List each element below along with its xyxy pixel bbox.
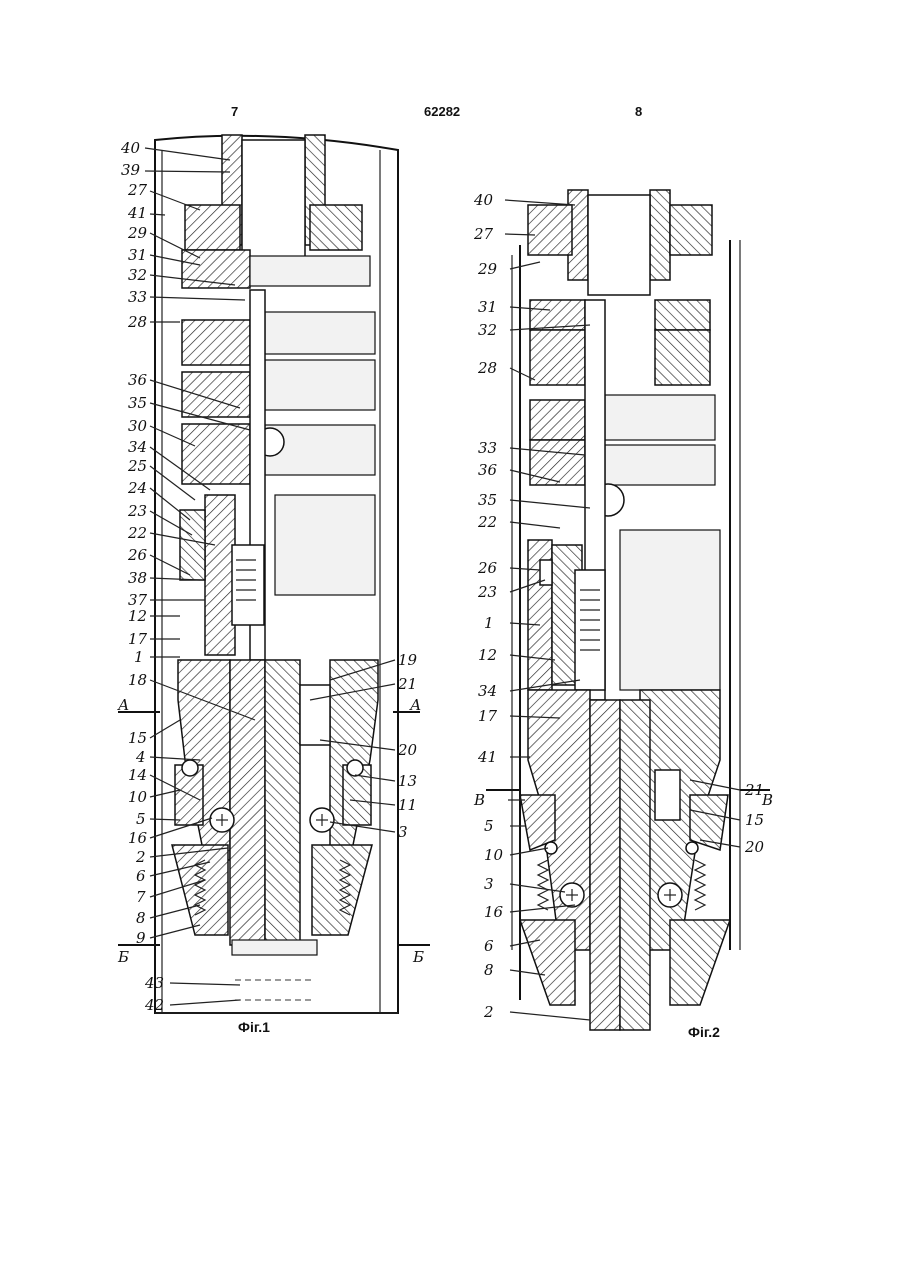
fig1-label-40: 40	[120, 139, 141, 157]
fig1-label-34: 34	[128, 438, 147, 456]
fig1-caption: Фіг.1	[238, 1019, 270, 1035]
fig2-label-8: 8	[484, 961, 494, 979]
fig2-label-26: 26	[477, 559, 498, 577]
fig1-label-12: 12	[128, 607, 147, 625]
figure-1	[118, 135, 430, 1013]
fig2-label-12: 12	[478, 646, 497, 664]
fig1-label-30: 30	[128, 417, 148, 435]
fig2-label-3: 3	[484, 875, 494, 893]
fig1-label-26: 26	[127, 546, 148, 564]
fig2-label-40: 40	[473, 191, 494, 209]
fig1-label-41: 41	[127, 204, 147, 222]
fig2-label-16: 16	[484, 903, 504, 921]
fig1-section-b-right: Б	[412, 948, 424, 966]
fig2-label-32: 32	[478, 321, 497, 339]
fig2-label-1: 1	[484, 614, 494, 632]
fig2-label-21: 21	[744, 781, 764, 799]
fig2-label-23: 23	[477, 583, 497, 601]
fig2-section-v-left: В	[473, 791, 485, 809]
fig1-label-1: 1	[134, 648, 144, 666]
fig1-label-32: 32	[128, 266, 147, 284]
fig1-label-4: 4	[135, 748, 146, 766]
fig1-section-a-left: А	[117, 696, 129, 714]
fig1-label-5: 5	[136, 810, 146, 828]
fig1-label-35: 35	[128, 394, 147, 412]
fig1-label-28: 28	[127, 313, 147, 331]
fig1-label-19: 19	[398, 651, 418, 669]
fig2-label-33: 33	[478, 439, 497, 457]
fig2-label-27: 27	[473, 225, 494, 243]
fig1-label-21: 21	[397, 675, 417, 693]
fig2-label-15: 15	[745, 811, 764, 829]
fig1-section-a-right: А	[409, 696, 421, 714]
figure-2	[486, 190, 770, 1030]
fig2-label-10: 10	[484, 846, 504, 864]
fig1-label-7: 7	[136, 888, 146, 906]
fig1-label-36: 36	[128, 371, 148, 389]
fig1-label-25: 25	[127, 457, 147, 475]
fig1-section-b-left: Б	[117, 948, 129, 966]
fig1-label-27: 27	[127, 181, 148, 199]
fig2-label-31: 31	[478, 298, 497, 316]
fig1-label-29: 29	[127, 224, 148, 242]
fig1-label-20: 20	[397, 741, 418, 759]
fig1-label-39: 39	[121, 161, 141, 179]
fig1-label-38: 38	[128, 569, 147, 587]
fig2-label-35: 35	[478, 491, 497, 509]
fig2-label-17: 17	[478, 707, 498, 725]
fig1-label-22: 22	[127, 524, 147, 542]
fig2-label-29: 29	[477, 260, 498, 278]
fig2-label-20: 20	[744, 838, 765, 856]
fig1-label-10: 10	[128, 788, 148, 806]
fig1-label-16: 16	[128, 829, 148, 847]
fig2-caption: Фіг.2	[688, 1024, 720, 1040]
fig1-label-33: 33	[128, 288, 147, 306]
fig1-label-15: 15	[128, 729, 147, 747]
fig1-label-2: 2	[135, 848, 146, 866]
fig2-label-28: 28	[477, 359, 497, 377]
fig2-label-36: 36	[478, 461, 498, 479]
fig1-label-3: 3	[398, 823, 408, 841]
fig1-label-18: 18	[128, 671, 147, 689]
fig1-label-6: 6	[136, 867, 146, 885]
fig1-label-9: 9	[136, 929, 146, 947]
fig1-label-43: 43	[144, 974, 164, 992]
fig2-label-6: 6	[484, 937, 494, 955]
fig1-label-23: 23	[127, 502, 147, 520]
fig1-label-24: 24	[127, 479, 147, 497]
fig1-label-8: 8	[136, 909, 146, 927]
fig1-label-14: 14	[128, 766, 147, 784]
fig1-label-42: 42	[144, 996, 164, 1014]
fig2-label-41: 41	[477, 748, 497, 766]
fig2-label-5: 5	[484, 817, 494, 835]
fig1-label-11: 11	[398, 796, 417, 814]
fig1-label-31: 31	[128, 246, 147, 264]
fig1-label-13: 13	[398, 772, 417, 790]
fig2-label-34: 34	[478, 682, 497, 700]
fig1-label-17: 17	[128, 630, 148, 648]
fig2-label-2: 2	[483, 1003, 494, 1021]
fig2-label-22: 22	[477, 513, 497, 531]
